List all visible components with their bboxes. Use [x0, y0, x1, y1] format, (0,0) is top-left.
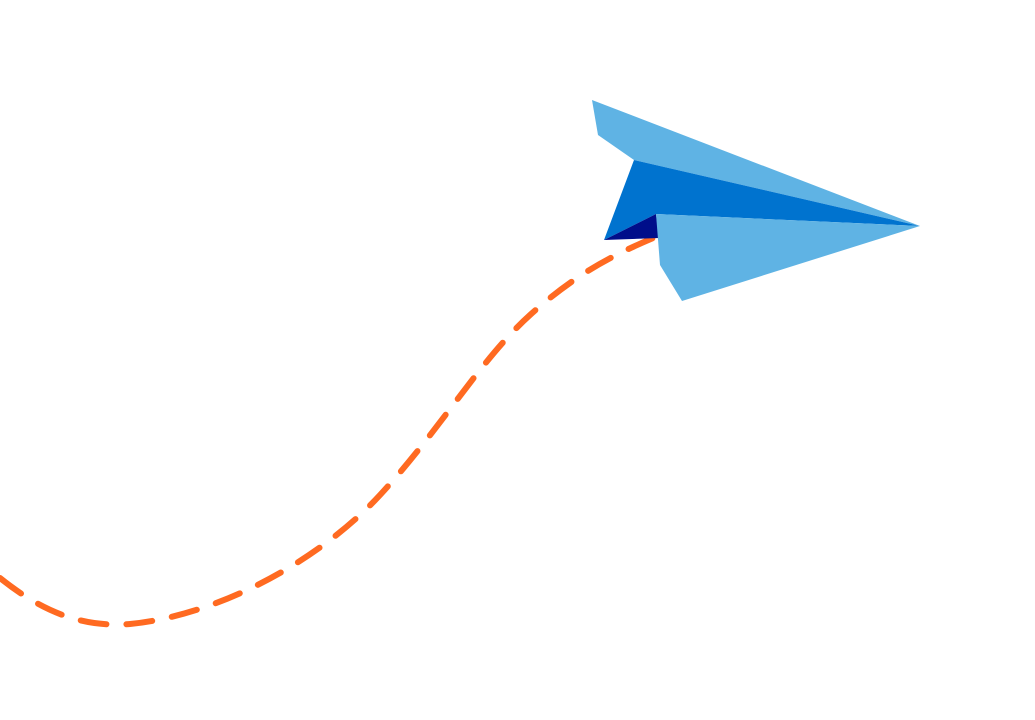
plane-bottom-wing — [656, 214, 920, 301]
paper-plane-icon — [592, 100, 920, 301]
dashed-flight-trail — [0, 233, 661, 628]
plane-body — [604, 160, 920, 240]
plane-top-wing — [592, 100, 920, 226]
plane-fold — [604, 214, 659, 240]
